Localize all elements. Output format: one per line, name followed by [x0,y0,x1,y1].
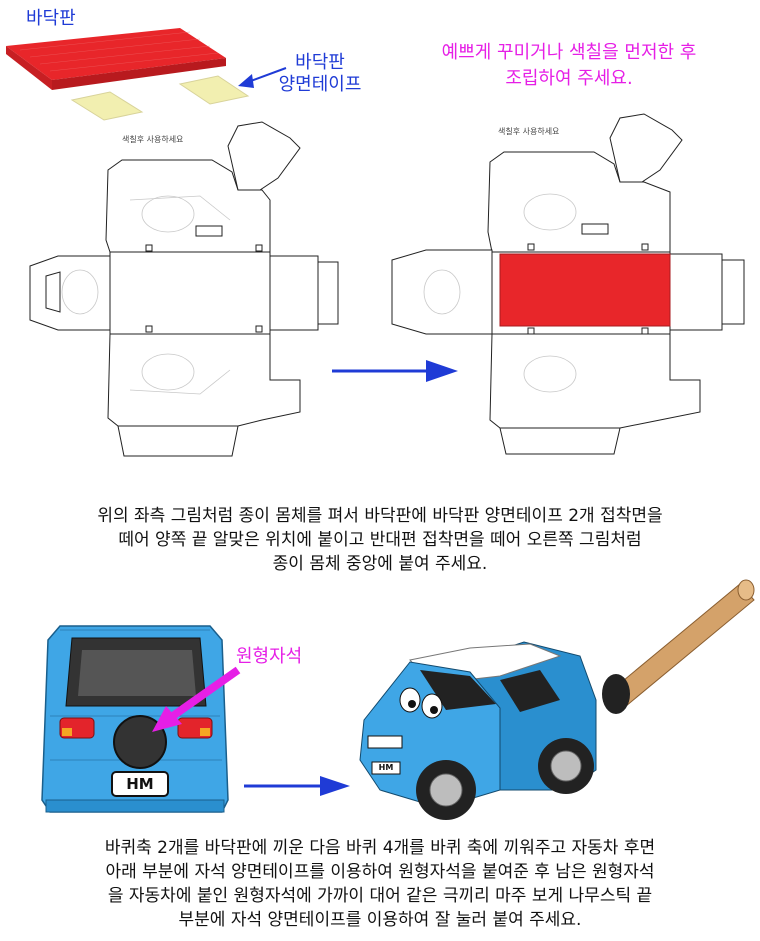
instruction-step2: 바퀴축 2개를 바닥판에 끼운 다음 바퀴 4개를 바퀴 축에 끼워주고 자동차… [104,838,656,930]
license-plate-small: HM [378,763,394,772]
tape-left [70,91,144,121]
paint-note: 예쁘게 꾸미거나 색칠을 먼저한 후 조립하여 주세요. [441,42,697,89]
tape-right [178,75,250,105]
magnet-circle [113,715,167,769]
instruction-step1: 위의 좌측 그림처럼 종이 몸체를 펴서 바닥판에 바닥판 양면테이프 2개 접… [97,506,663,574]
small-note-right: 색칠후 사용하세요 [498,127,560,136]
magnet-label: 원형자석 [236,646,303,667]
small-note-left: 색칠후 사용하세요 [122,135,184,144]
baseboard-label: 바닥판 [26,8,76,29]
tape-label: 바닥판 양면테이프 [278,52,362,95]
red-board-placed [499,253,671,327]
license-plate: HM [126,775,154,793]
